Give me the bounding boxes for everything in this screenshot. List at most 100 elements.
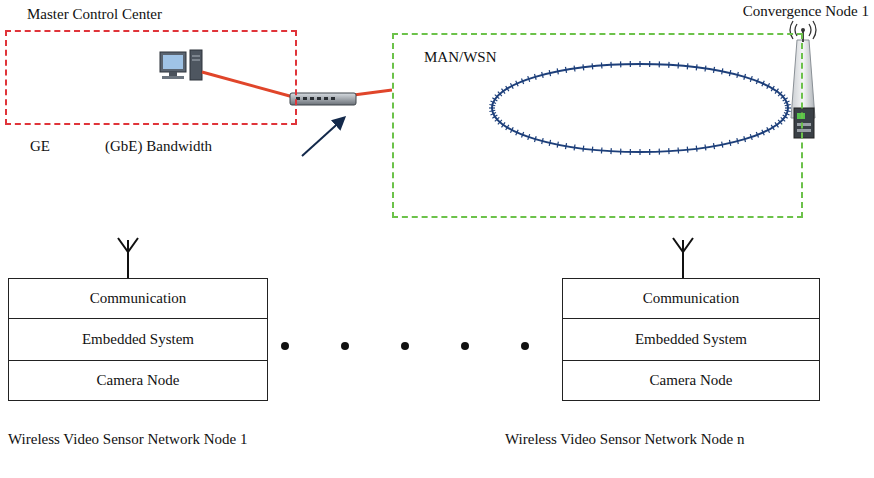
link-label: GE [30, 138, 50, 155]
network-region: MAN/WSN [392, 33, 803, 218]
layer-box: Communication [8, 278, 268, 319]
ring-tick [649, 61, 650, 67]
ring-tick [722, 68, 723, 74]
ring-tick [528, 134, 530, 140]
ring-tick [785, 110, 791, 111]
ring-tick [704, 144, 706, 150]
ring-tick [762, 130, 764, 135]
ring-tick [785, 107, 791, 108]
ring-tick [659, 149, 660, 155]
ring-tick [729, 70, 730, 76]
ring-tick [704, 66, 706, 72]
layer-label: Communication [90, 290, 187, 307]
ring-tick [549, 140, 550, 146]
layer-label: Embedded System [82, 331, 194, 348]
ring-tick [781, 95, 785, 99]
ring-tick [713, 143, 714, 149]
control-center-region: Master Control Center [5, 30, 297, 125]
ring-tick [744, 74, 746, 80]
ring-tick [495, 117, 499, 121]
ring-tick [668, 148, 670, 154]
ring-tick [491, 113, 496, 115]
ring-tick [639, 61, 640, 67]
layer-box: Camera Node [562, 360, 820, 401]
ring-tick [610, 148, 612, 154]
ring-tick [778, 120, 782, 125]
network-switch [290, 93, 356, 105]
ring-tick [565, 67, 566, 73]
layer-label: Camera Node [650, 372, 733, 389]
ring-tick [677, 63, 679, 69]
ring-tick [783, 115, 788, 118]
ring-tick [620, 61, 621, 67]
ring-tick [542, 72, 544, 78]
ring-tick [722, 142, 723, 148]
ring-tick [784, 113, 789, 115]
ring-tick [771, 125, 774, 130]
ring-tick [495, 95, 499, 99]
ring-tick [489, 107, 495, 108]
ring-tick [574, 66, 576, 72]
ring-tick [516, 81, 518, 86]
layer-box: Embedded System [8, 318, 268, 361]
node-caption: Wireless Video Sensor Network Node n [505, 431, 744, 448]
ring-tick [756, 78, 758, 84]
ring-tick [737, 138, 739, 144]
ring-tick [775, 89, 778, 94]
ring-tick [498, 120, 502, 125]
ring-tick [744, 136, 746, 142]
ellipsis-dots [281, 342, 529, 350]
ring-tick [549, 70, 550, 76]
ring-tick [687, 63, 689, 69]
node-label: Convergence Node 1 [743, 3, 869, 20]
region-heading: Master Control Center [27, 6, 162, 23]
ring-tick [729, 140, 730, 146]
ring-tick [785, 104, 791, 105]
computer-icon [160, 50, 202, 80]
ring-tick [582, 146, 584, 152]
cable [202, 72, 297, 98]
ring-tick [713, 67, 714, 73]
ring-tick [778, 92, 782, 97]
ring-tick [677, 148, 679, 154]
ring-tick [756, 132, 758, 138]
convergence-tower [790, 21, 816, 138]
ring-tick [574, 144, 576, 150]
ring-tick [510, 127, 513, 132]
ring-tick [582, 64, 584, 70]
ring-tick [601, 148, 603, 154]
ring-tick [767, 127, 770, 132]
ring-tick [592, 147, 594, 153]
ring-tick [565, 143, 566, 149]
ring-tick [687, 147, 689, 153]
ring-tick [489, 104, 495, 105]
layer-label: Embedded System [635, 331, 747, 348]
ring-tick [784, 101, 789, 103]
ring-tick [506, 86, 509, 91]
ring-tick [630, 149, 631, 155]
layer-box: Communication [562, 278, 820, 319]
ring-tick [534, 136, 536, 142]
ring-tick [510, 83, 513, 88]
ring-tick [542, 138, 544, 144]
link-label: (GbE) Bandwidth [105, 138, 212, 155]
ring-tick [668, 62, 670, 68]
pointer-arrow [302, 118, 344, 156]
ring-tick [601, 63, 603, 69]
ring-tick [498, 92, 502, 97]
ring-tick [696, 64, 698, 70]
ring-tick [767, 83, 770, 88]
ring-tick [592, 63, 594, 69]
ring-tick [659, 61, 660, 67]
ring-tick [750, 76, 752, 82]
ring-tick [528, 76, 530, 82]
ring-tick [762, 81, 764, 86]
ring-tick [620, 149, 621, 155]
ring-tick [630, 61, 631, 67]
ring-tick [775, 122, 778, 127]
layer-box: Camera Node [8, 360, 268, 401]
layer-label: Camera Node [97, 372, 180, 389]
ring-tick [492, 115, 497, 118]
